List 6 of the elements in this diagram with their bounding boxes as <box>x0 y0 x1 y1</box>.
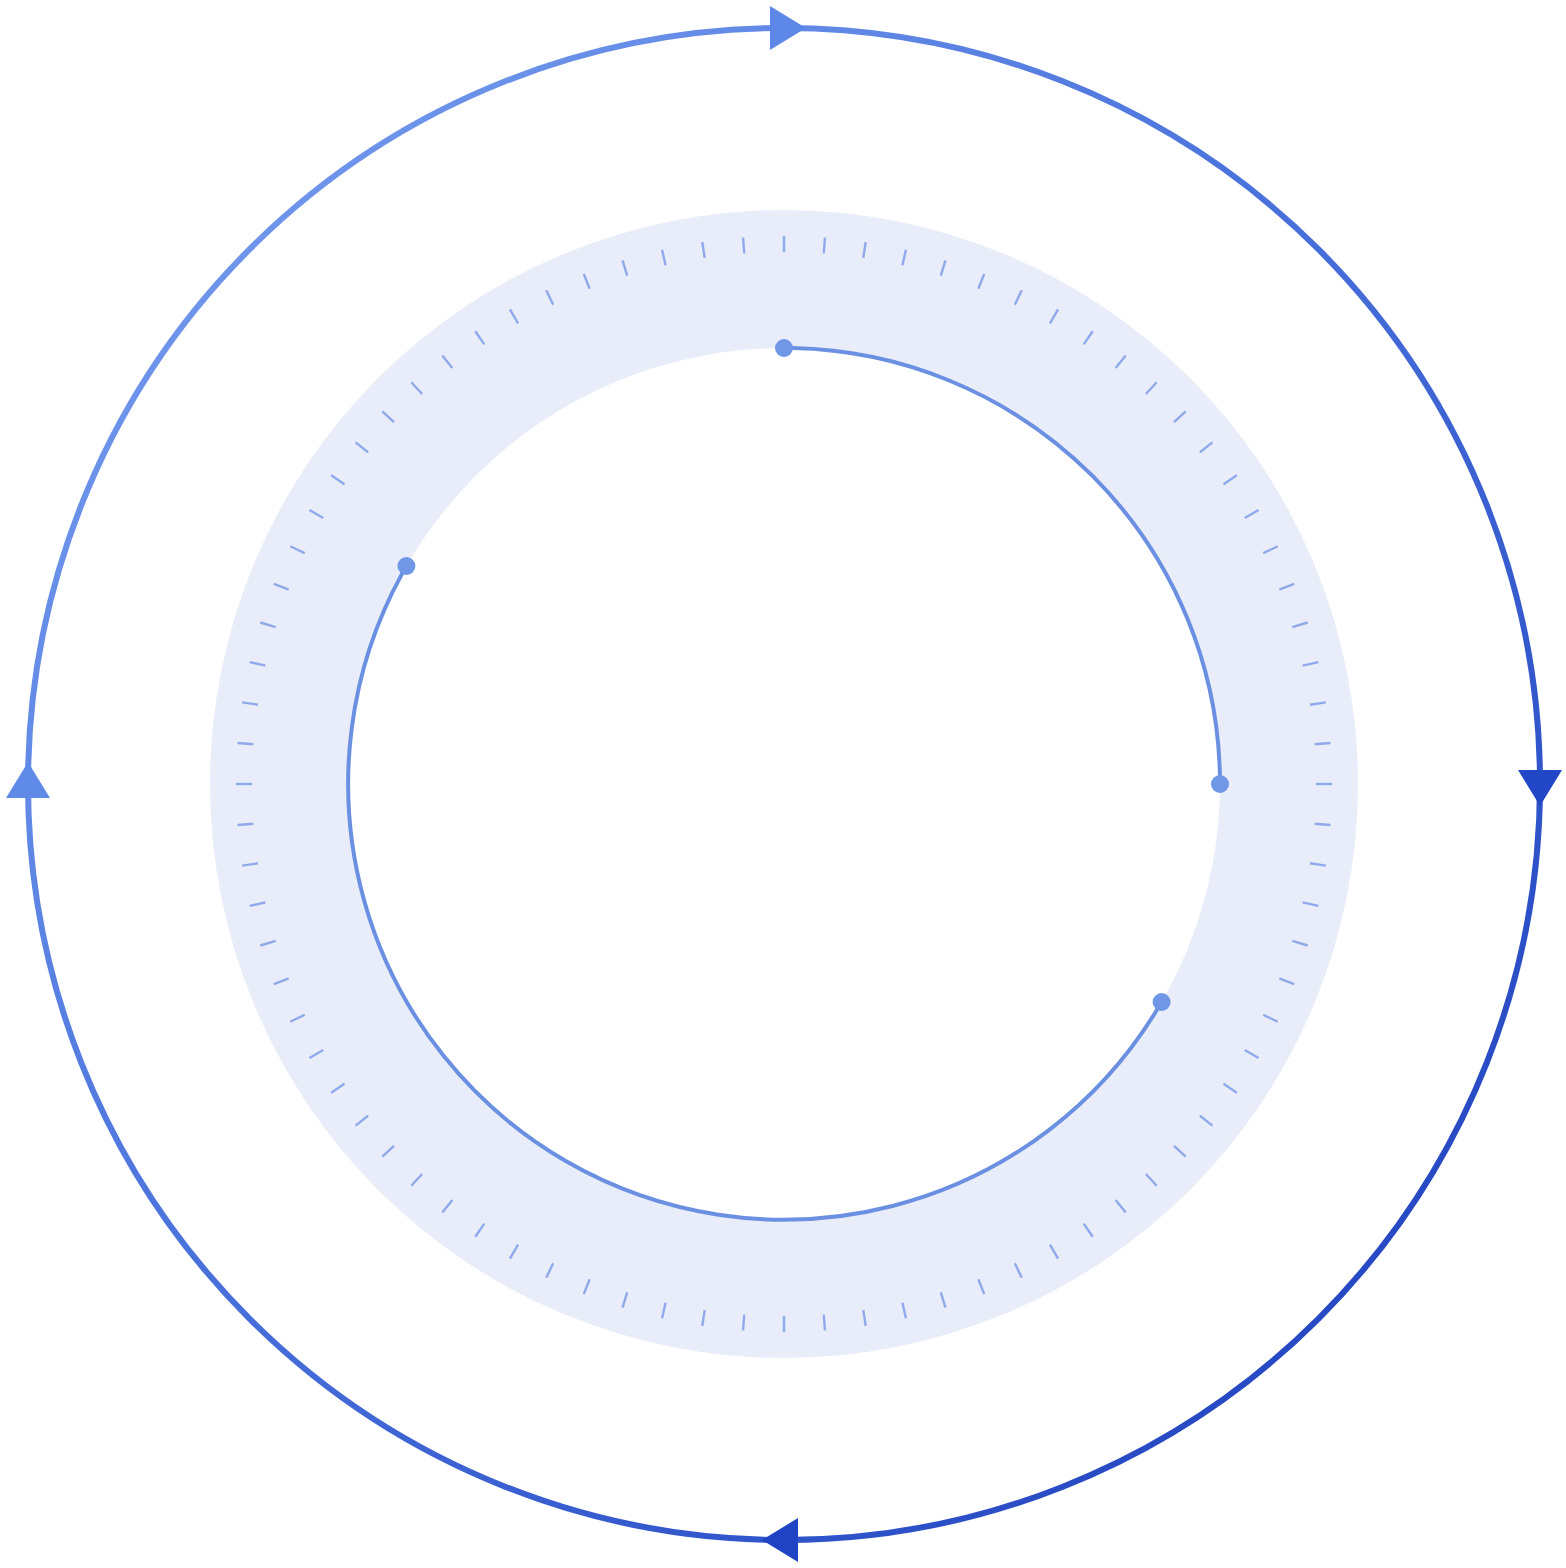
endpoint-dot <box>1211 775 1229 793</box>
endpoint-dot <box>397 557 416 575</box>
arc-line <box>791 346 1222 777</box>
endpoint-dot <box>775 339 793 357</box>
endpoint-dot <box>1152 993 1171 1011</box>
arc-line <box>346 571 1159 1222</box>
